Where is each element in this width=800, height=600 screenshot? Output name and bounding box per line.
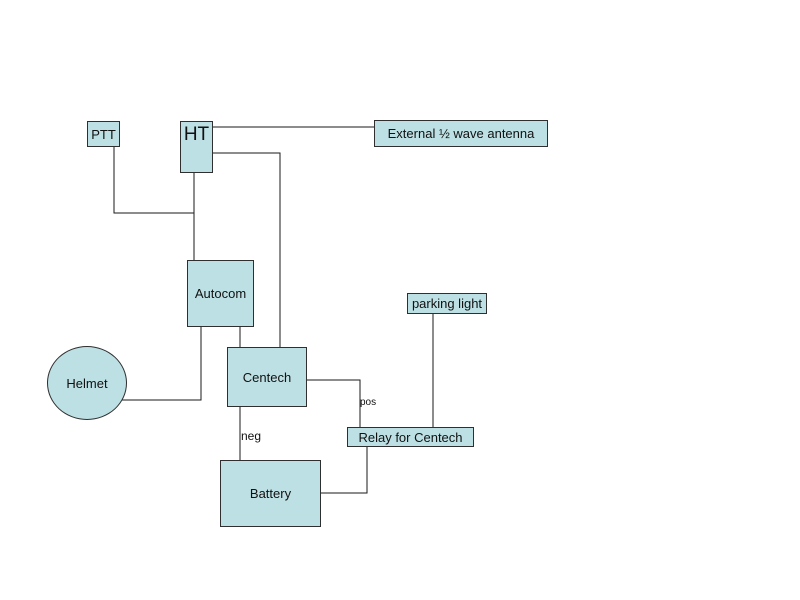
wire-relay-battery bbox=[320, 447, 368, 494]
wire-ptt-autocom bbox=[113, 147, 194, 214]
antenna-label: External ½ wave antenna bbox=[387, 126, 535, 141]
pos-wire-label: pos bbox=[360, 397, 377, 408]
centech-box: Centech bbox=[227, 347, 307, 407]
battery-label: Battery bbox=[249, 486, 292, 501]
parking-light-box: parking light bbox=[407, 293, 487, 314]
relay-label: Relay for Centech bbox=[358, 429, 463, 445]
helmet-label: Helmet bbox=[66, 375, 108, 391]
wire-autocom-helmet bbox=[121, 327, 202, 401]
ht-box: HT bbox=[180, 121, 213, 173]
wire-ht-centech bbox=[213, 152, 281, 347]
ptt-box: PTT bbox=[87, 121, 120, 147]
antenna-box: External ½ wave antenna bbox=[374, 120, 548, 147]
parking-light-label: parking light bbox=[411, 296, 483, 311]
helmet-circle: Helmet bbox=[47, 346, 127, 420]
neg-wire-label: neg bbox=[241, 429, 262, 443]
centech-label: Centech bbox=[242, 369, 292, 385]
wire-centech-relay bbox=[307, 379, 361, 427]
autocom-box: Autocom bbox=[187, 260, 254, 327]
battery-box: Battery bbox=[220, 460, 321, 527]
autocom-label: Autocom bbox=[194, 286, 247, 301]
relay-box: Relay for Centech bbox=[347, 427, 474, 447]
ptt-label: PTT bbox=[91, 126, 116, 142]
ht-label: HT bbox=[183, 124, 210, 145]
